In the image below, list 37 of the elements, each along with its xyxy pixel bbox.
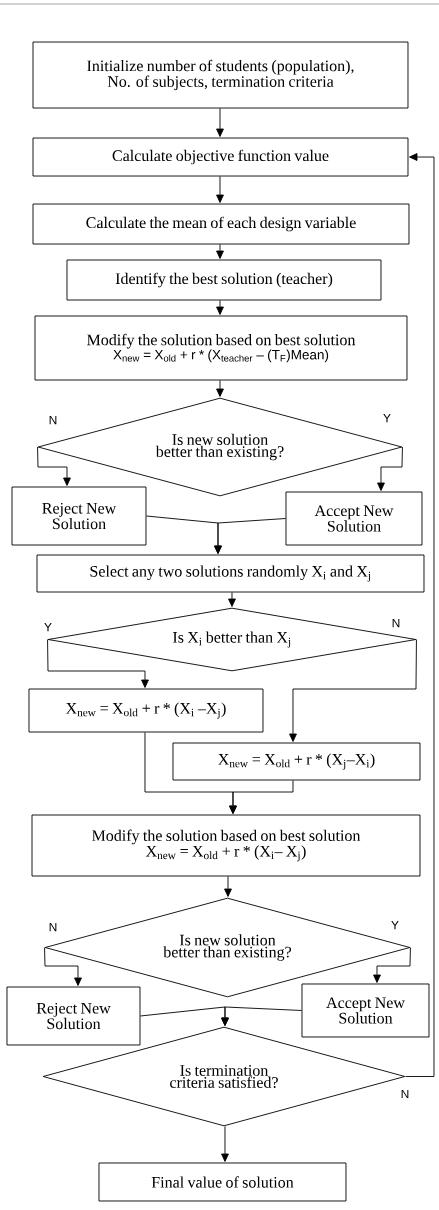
arrow — [216, 176, 224, 203]
arrow — [216, 108, 224, 137]
branch-label: N — [47, 921, 59, 933]
process-box: Select any two solutions randomly X$_{i}$ and X$_{j}$ — [36, 554, 425, 593]
branch-label: N — [47, 414, 59, 426]
process-box: Reject New Solution — [11, 486, 147, 546]
process-box: Accept New Solution — [301, 983, 430, 1038]
process-box: Initialize number of students (population), No. of subjects, termination criteria — [32, 41, 409, 109]
arrow — [229, 780, 294, 814]
branch-label: N — [390, 617, 402, 629]
process-box: Calculate objective function value — [32, 137, 409, 177]
process-box: Accept New Solution — [285, 491, 423, 546]
arrow — [224, 876, 232, 897]
process-box: X$_{new}$ = X$_{old}$ + r * (X$_{i}$ –X$_{j}$) — [28, 688, 264, 733]
arrow — [289, 639, 417, 742]
process-box: Modify the solution based on best solution X$_{new}$ = X$_{old}$ + r * (X$_{i}$– X$_{j}$) — [31, 814, 421, 877]
arrow — [216, 244, 224, 259]
arrow — [216, 380, 224, 397]
arrow — [373, 947, 411, 983]
arrow — [214, 518, 286, 554]
process-box: Identify the best solution (teacher) — [66, 259, 382, 301]
arrow — [405, 153, 435, 1077]
arrow — [216, 300, 224, 315]
branch-label: Y — [390, 919, 400, 931]
arrow — [221, 1006, 302, 1026]
process-box: Modify the solution based on best solution X$_{new}$ = X$_{old}$ + r * (X$_{teacher}$ – (T$_{F}$)Mean) — [34, 315, 408, 381]
arrow — [228, 592, 236, 607]
process-box: X$_{new}$ = X$_{old}$ + r * (X$_{j}$–X$_{i}$) — [172, 742, 421, 781]
arrow — [44, 947, 82, 986]
arrow — [37, 446, 71, 486]
arrow — [377, 446, 403, 491]
process-box: Reject New Solution — [6, 986, 141, 1046]
process-box: Final value of solution — [98, 1162, 347, 1202]
branch-label: Y — [382, 412, 392, 424]
arrow — [47, 639, 149, 688]
process-box: Calculate the mean of each design variable — [32, 203, 410, 245]
arrow — [221, 1126, 229, 1162]
